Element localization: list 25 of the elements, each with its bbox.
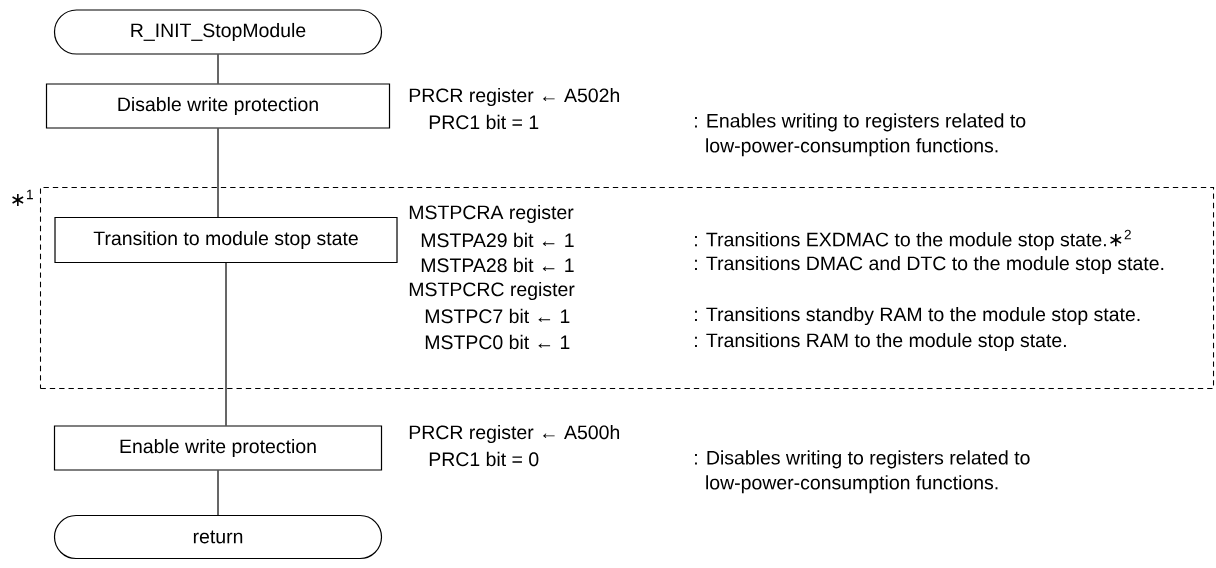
register-text: PRC1 bit = 0 (429, 451, 539, 467)
register-text: : Transitions EXDMAC to the module stop state.∗$^{2}$ (695, 229, 1131, 251)
register-text: PRC1 bit = 1 (429, 114, 539, 130)
register-text: MSTPCRA register (409, 204, 574, 224)
process-box: Enable write protection (53, 425, 383, 471)
description-text: : Disables writing to registers related to low-power-consumption functions. (695, 450, 1030, 494)
register-text: MSTPCRC register (409, 281, 575, 301)
connector-line (225, 262, 227, 426)
register-text: : Transitions RAM to the module stop state. (695, 332, 1066, 352)
register-text: : Transitions DMAC and DTC to the module stop state. (695, 255, 1164, 275)
register-text: MSTPA28 bit ← 1 (421, 257, 574, 273)
register-text: MSTPC0 bit ← 1 (425, 334, 570, 350)
register-text: PRCR register ← A502h (409, 87, 619, 107)
process-box: Transition to module stop state (54, 216, 398, 264)
dashed-group-box (39, 186, 1215, 390)
description-text: : Enables writing to registers related to low-power-consumption functions. (695, 113, 1026, 157)
connector-line (217, 128, 219, 218)
register-text: PRCR register ← A500h (409, 424, 619, 444)
register-text: MSTPA29 bit ← 1 (421, 232, 574, 248)
connector-line (217, 470, 219, 516)
connector-line (217, 54, 219, 84)
register-text: MSTPC7 bit ← 1 (425, 308, 570, 324)
process-box: Disable write protection (45, 83, 391, 129)
footnote-mark: ∗$^{1}$ (12, 189, 33, 207)
register-text: : Transitions standby RAM to the module stop state. (695, 306, 1140, 326)
